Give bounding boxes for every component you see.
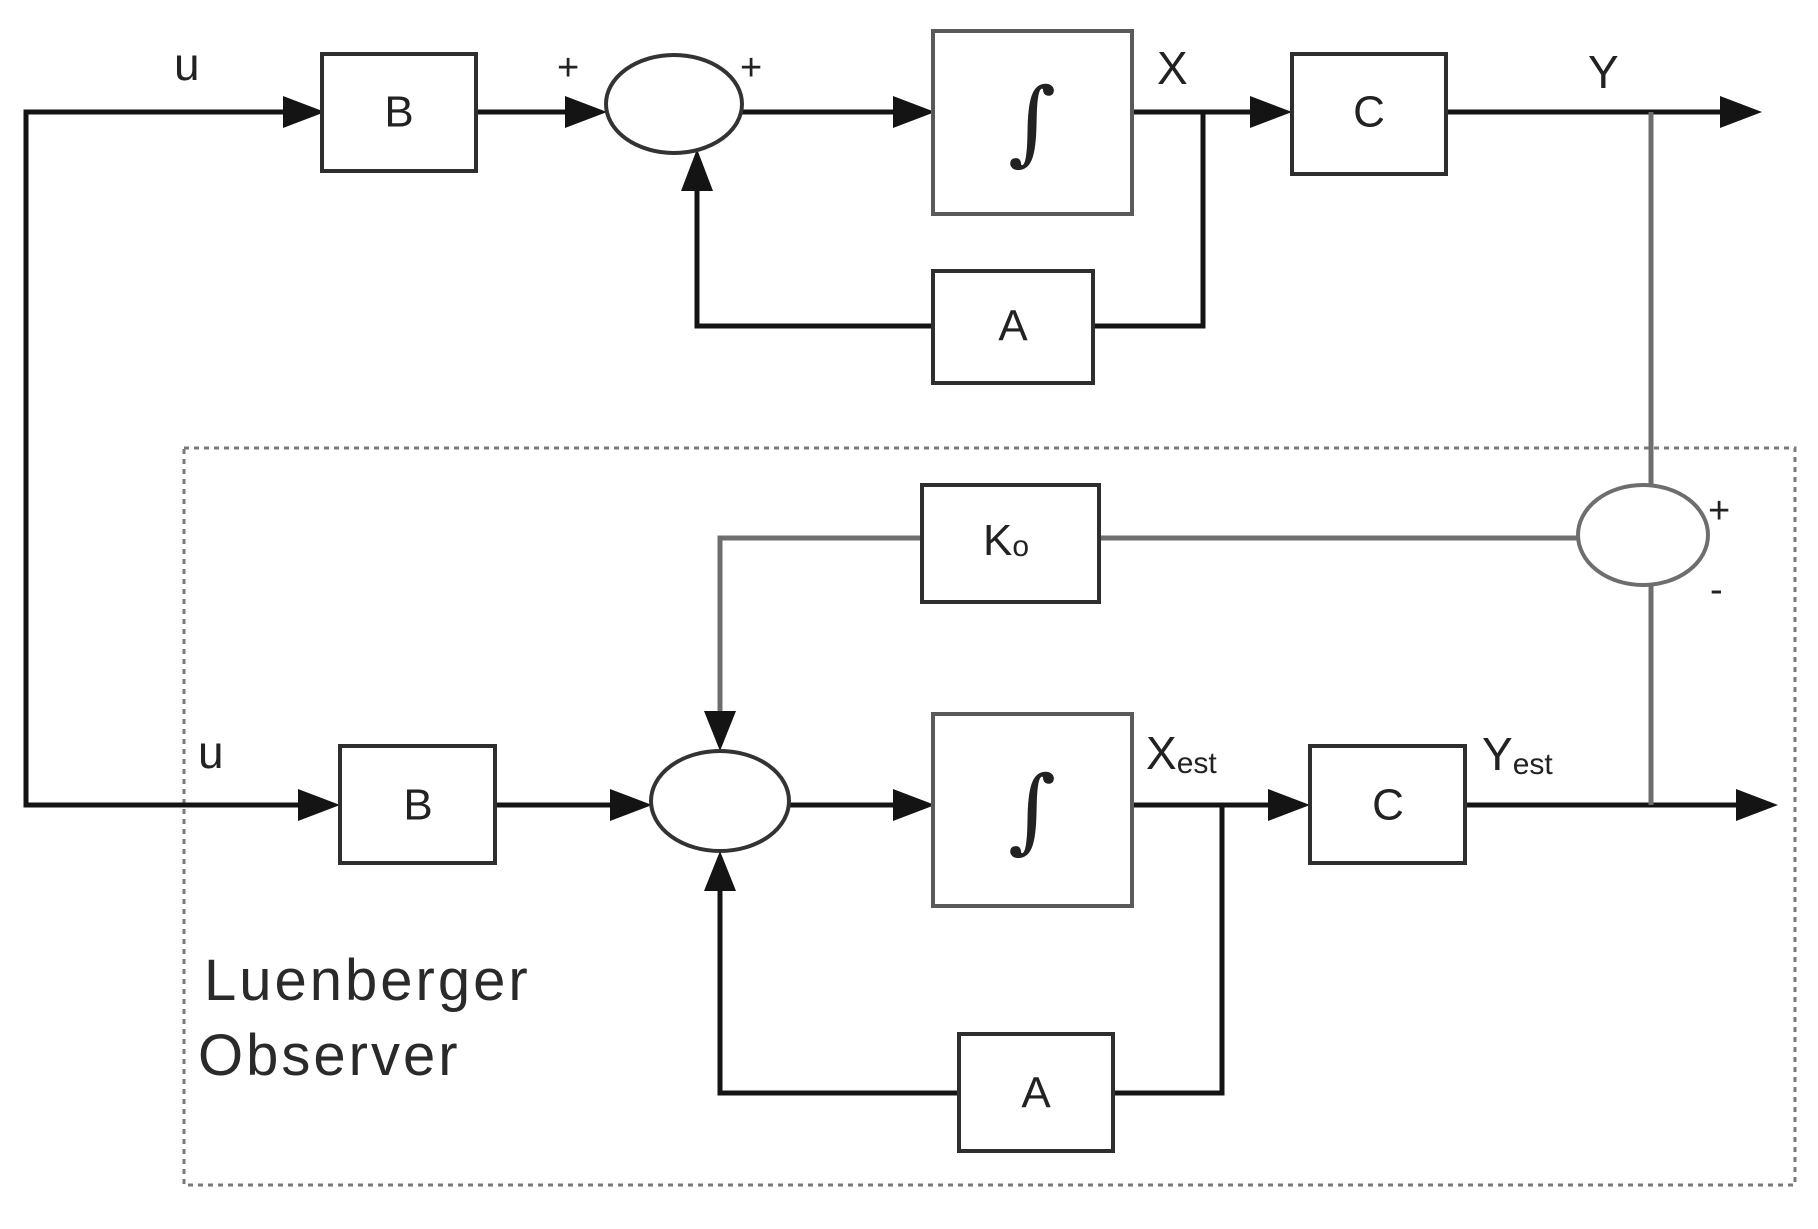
plant-arrow-output-y (1720, 96, 1762, 128)
plant-b-block (320, 52, 478, 173)
observer-output-yest-label: Yest (1482, 728, 1553, 781)
plant-a-block (931, 269, 1095, 385)
plant-arrow-into-b (283, 96, 325, 128)
observer-input-u-label: u (198, 726, 224, 778)
observer-a-label: A (1021, 1069, 1051, 1118)
plant-arrow-into-sum-left (565, 96, 607, 128)
plant-arrow-into-sum-bottom (681, 149, 713, 191)
plant-integrator-block (931, 29, 1134, 216)
plant-output-y-label: Y (1588, 46, 1619, 98)
observer-gain-k-block (920, 483, 1101, 604)
observer-summing-junction (649, 749, 791, 853)
observer-arrow-into-b (298, 789, 340, 821)
observer-arrow-into-sum-left (610, 789, 652, 821)
observer-boundary (182, 446, 1797, 1187)
observer-state-subscript: est (1177, 747, 1218, 780)
plant-b-label: B (384, 88, 413, 137)
observer-k-to-sum-wire (717, 535, 922, 716)
plant-x-to-a-feedback-wire (1090, 109, 1206, 329)
observer-gain-k-main: K (983, 516, 1012, 565)
observer-a-block (957, 1032, 1115, 1153)
observer-caption-line2: Observer (198, 1023, 461, 1088)
plant-c-label: C (1353, 88, 1385, 137)
observer-arrow-into-sum-bottom (704, 851, 736, 891)
plant-sum-plus-right: + (740, 47, 762, 89)
observer-state-xest-label: Xest (1146, 727, 1217, 780)
plant-arrow-into-integrator (893, 96, 935, 128)
observer-b-label: B (403, 781, 432, 830)
input-u-wire (23, 109, 288, 808)
observer-state-x-main: X (1146, 727, 1177, 779)
observer-arrow-into-c (1268, 789, 1310, 821)
plant-arrow-into-c (1250, 96, 1292, 128)
observer-c-label: C (1372, 781, 1404, 830)
plant-system: B ∫ C A u + + X Y (23, 29, 1762, 808)
observer-output-subscript: est (1513, 748, 1554, 781)
plant-a-to-sum-feedback-wire (694, 184, 936, 329)
plant-c-block (1290, 52, 1448, 176)
observer-integrator-symbol: ∫ (1008, 757, 1056, 864)
plant-integrator-symbol: ∫ (1008, 69, 1056, 176)
observer-gain-k-subscript: o (1012, 530, 1029, 563)
error-sum-minus-sign: - (1710, 569, 1723, 611)
plant-sum-plus-left: + (557, 47, 579, 89)
observer-arrow-into-sum-top (704, 711, 736, 751)
plant-state-x-label: X (1157, 42, 1188, 94)
observer-arrow-output-yest (1736, 789, 1778, 821)
plant-input-u-label: u (174, 38, 200, 90)
observer-b-block (338, 744, 497, 865)
observer-integrator-block (931, 712, 1134, 908)
error-summing-junction (1576, 483, 1710, 587)
observer-gain-k-label: Ko (983, 516, 1029, 565)
observer-arrow-into-integrator (893, 789, 935, 821)
plant-a-label: A (998, 302, 1028, 351)
error-sum-plus-sign: + (1708, 490, 1730, 532)
observer-output-y-main: Y (1482, 728, 1513, 780)
observer-c-block (1308, 744, 1467, 865)
plant-summing-junction (604, 53, 744, 155)
observer-caption-line1: Luenberger (204, 948, 531, 1013)
observer-a-to-sum-feedback-wire (717, 890, 962, 1096)
observer-xest-to-a-feedback-wire (1110, 802, 1225, 1096)
observer-system: B ∫ C A Ko u Xest Yest + - Luenberger Ob… (23, 112, 1778, 1153)
